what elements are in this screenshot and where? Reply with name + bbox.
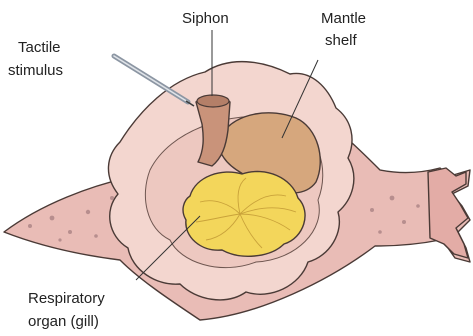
label-respiratory-organ: Respiratory organ (gill) bbox=[28, 290, 109, 330]
label-tactile-stimulus: Tactile stimulus bbox=[8, 39, 65, 79]
siphon-opening bbox=[197, 95, 229, 107]
head-tentacles bbox=[428, 168, 468, 258]
label-siphon: Siphon bbox=[182, 10, 229, 27]
label-mantle-shelf: Mantle shelf bbox=[321, 10, 370, 49]
